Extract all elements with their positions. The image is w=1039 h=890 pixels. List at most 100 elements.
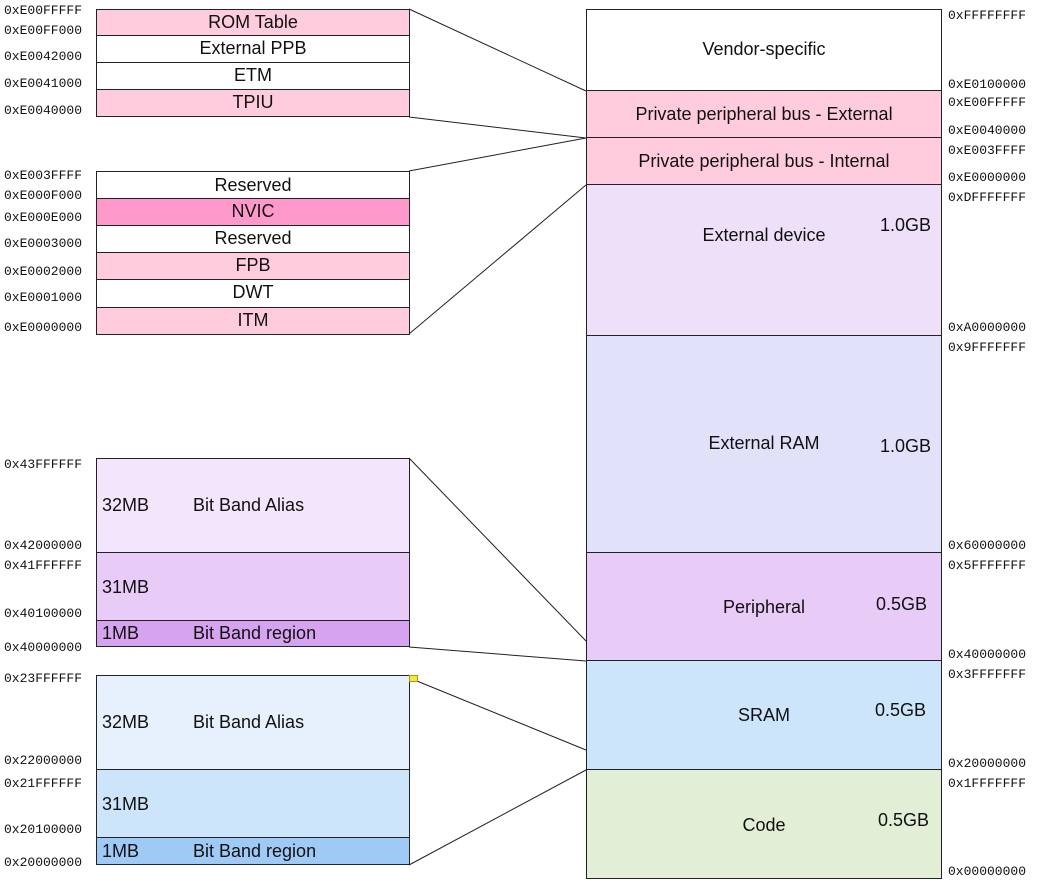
address-label: 0xE0040000: [4, 103, 83, 118]
address-label: 0xE0042000: [4, 49, 83, 64]
region-label: Peripheral: [722, 597, 806, 617]
address-label: 0x60000000: [948, 538, 1027, 553]
ppb-row-reserved: Reserved: [96, 226, 410, 253]
row-label: FPB: [235, 255, 271, 275]
block-size: 1MB: [102, 841, 140, 861]
region-label: External device: [702, 225, 826, 245]
region-ppb-internal: Private peripheral bus - Internal: [586, 138, 942, 185]
address-label: 0x00000000: [948, 864, 1027, 879]
row-label: Reserved: [214, 228, 292, 248]
region-external-device: External device 1.0GB: [586, 185, 942, 336]
row-label: Reserved: [214, 175, 292, 195]
address-label: 0xE0002000: [4, 264, 83, 279]
address-label: 0x40000000: [4, 640, 83, 655]
row-label: NVIC: [231, 201, 275, 221]
region-vendor-specific: Vendor-specific: [586, 9, 942, 91]
connector-line: [408, 8, 587, 92]
ppb-row-dwt: DWT: [96, 280, 410, 308]
address-label: 0xE0003000: [4, 236, 83, 251]
row-label: ITM: [237, 310, 269, 330]
address-label: 0xA0000000: [948, 320, 1027, 335]
block-label: Bit Band Alias: [193, 495, 305, 515]
region-label: Code: [742, 815, 786, 835]
bitband-region-block: 1MB Bit Band region: [96, 621, 410, 647]
address-label: 0xE003FFFF: [948, 143, 1027, 158]
block-size: 32MB: [102, 712, 150, 732]
address-label: 0xE0000000: [948, 170, 1027, 185]
address-label: 0x20100000: [4, 822, 83, 837]
block-label: Bit Band region: [193, 623, 317, 643]
connector-line: [408, 184, 587, 335]
row-label: ROM Table: [208, 12, 298, 32]
ppb-row-etm: ETM: [96, 63, 410, 90]
address-label: 0xDFFFFFFF: [948, 190, 1027, 205]
address-label: 0xE0040000: [948, 123, 1027, 138]
ppb-row-external-ppb: External PPB: [96, 36, 410, 63]
ppb-row-itm: ITM: [96, 308, 410, 335]
address-label: 0x1FFFFFFF: [948, 776, 1027, 791]
block-label: Bit Band region: [193, 841, 317, 861]
address-label: 0xE003FFFF: [4, 168, 83, 183]
address-label: 0x21FFFFFF: [4, 776, 83, 791]
address-label: 0x43FFFFFF: [4, 457, 83, 472]
connector-line: [408, 116, 587, 139]
address-label: 0x20000000: [948, 756, 1027, 771]
region-label: Vendor-specific: [702, 39, 826, 59]
region-size: 1.0GB: [880, 436, 932, 456]
row-label: DWT: [232, 282, 274, 302]
address-label: 0x3FFFFFFF: [948, 667, 1027, 682]
block-size: 1MB: [102, 623, 140, 643]
address-label: 0xE000E000: [4, 210, 83, 225]
connector-line: [408, 137, 587, 172]
address-label: 0x22000000: [4, 753, 83, 768]
bitband-region-block: 1MB Bit Band region: [96, 838, 410, 865]
row-label: TPIU: [232, 92, 274, 112]
region-code: Code 0.5GB: [586, 770, 942, 879]
bitband-31mb-block: 31MB: [96, 770, 410, 838]
address-label: 0xFFFFFFFF: [948, 8, 1027, 23]
ppb-row-rom-table: ROM Table: [96, 9, 410, 36]
connector-line: [411, 678, 587, 751]
address-label: 0x41FFFFFF: [4, 558, 83, 573]
address-label: 0xE0000000: [4, 320, 83, 335]
note-icon: [409, 675, 418, 682]
bitband-alias-block: 32MB Bit Band Alias: [96, 675, 410, 770]
address-label: 0x9FFFFFFF: [948, 340, 1027, 355]
region-label: SRAM: [737, 705, 790, 725]
region-external-ram: External RAM 1.0GB: [586, 336, 942, 553]
address-label: 0xE000F000: [4, 188, 83, 203]
address-label: 0xE00FFFFF: [948, 95, 1027, 110]
region-size: 0.5GB: [876, 594, 928, 614]
bitband-alias-block: 32MB Bit Band Alias: [96, 458, 410, 553]
region-label: External RAM: [708, 433, 820, 453]
connector-line: [408, 457, 587, 642]
region-size: 1.0GB: [880, 215, 932, 235]
bitband-31mb-block: 31MB: [96, 553, 410, 621]
address-label: 0x23FFFFFF: [4, 671, 83, 686]
region-size: 0.5GB: [878, 810, 930, 830]
row-label: ETM: [234, 65, 272, 85]
address-label: 0x5FFFFFFF: [948, 558, 1027, 573]
block-label: Bit Band Alias: [193, 712, 305, 732]
block-size: 31MB: [102, 577, 150, 597]
row-label: External PPB: [199, 38, 307, 58]
address-label: 0xE00FF000: [4, 23, 83, 38]
region-label: Private peripheral bus - Internal: [638, 151, 890, 171]
block-size: 31MB: [102, 794, 150, 814]
ppb-row-nvic: NVIC: [96, 199, 410, 226]
block-size: 32MB: [102, 495, 150, 515]
address-label: 0x40000000: [948, 647, 1027, 662]
address-label: 0x20000000: [4, 855, 83, 870]
address-label: 0xE0041000: [4, 76, 83, 91]
region-ppb-external: Private peripheral bus - External: [586, 91, 942, 138]
region-peripheral: Peripheral 0.5GB: [586, 553, 942, 661]
address-label: 0x40100000: [4, 606, 83, 621]
address-label: 0xE0100000: [948, 77, 1027, 92]
ppb-row-reserved: Reserved: [96, 171, 410, 199]
connector-line: [408, 646, 587, 662]
ppb-row-tpiu: TPIU: [96, 90, 410, 117]
ppb-row-fpb: FPB: [96, 253, 410, 280]
connector-line: [408, 769, 587, 866]
region-size: 0.5GB: [875, 700, 927, 720]
